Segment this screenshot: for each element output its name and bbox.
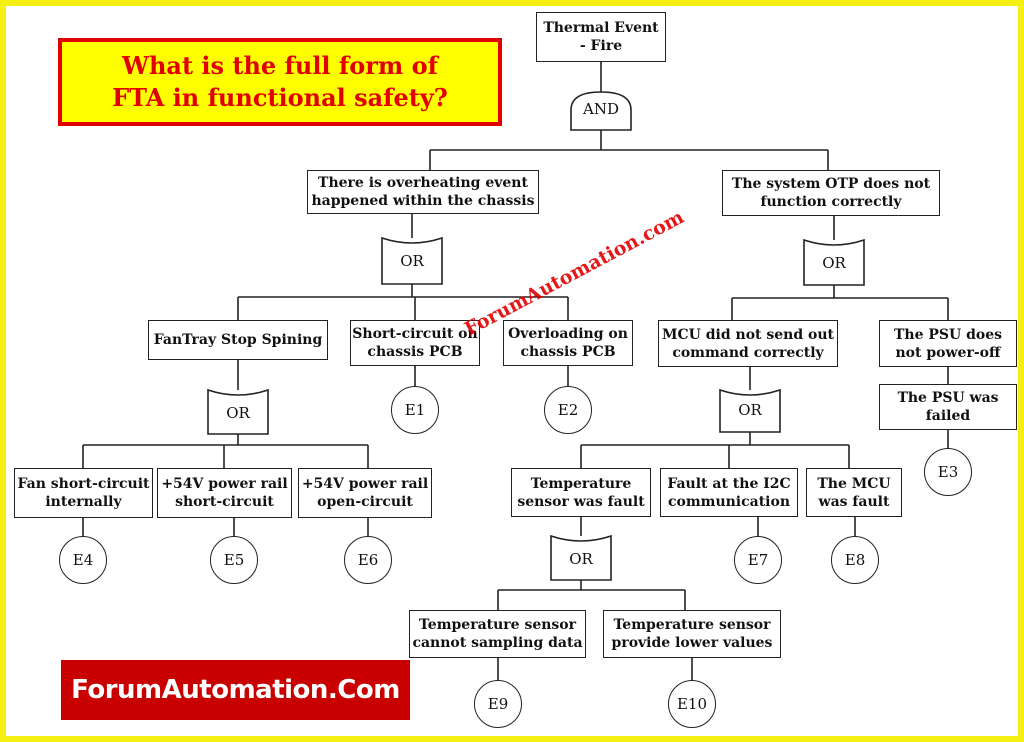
- node-short-circuit-pcb: Short-circuit on chassis PCB: [350, 320, 480, 366]
- node-fantray-stop: FanTray Stop Spining: [148, 320, 328, 360]
- event-e1: E1: [391, 386, 439, 434]
- node-temp-lower-values: Temperature sensor provide lower values: [603, 610, 781, 658]
- node-psu-no-poweroff: The PSU does not power-off: [879, 320, 1017, 367]
- node-rail-open-circuit: +54V power rail open-circuit: [298, 468, 432, 518]
- brand-logo: ForumAutomation.Com: [61, 660, 410, 720]
- node-rail-short-circuit: +54V power rail short-circuit: [157, 468, 292, 518]
- node-temp-sensor-fault: Temperature sensor was fault: [511, 468, 651, 517]
- diagram-canvas: AND OR OR OR OR OR Thermal Event - Fire …: [6, 6, 1018, 736]
- event-e5: E5: [210, 536, 258, 584]
- node-psu-failed: The PSU was failed: [879, 384, 1017, 430]
- or-gate-mcu: OR: [738, 401, 762, 419]
- event-e2: E2: [544, 386, 592, 434]
- node-mcu-fault: The MCU was fault: [806, 468, 902, 517]
- node-thermal-event-fire: Thermal Event - Fire: [536, 12, 666, 62]
- or-gate-icon: [550, 534, 612, 581]
- event-e6: E6: [344, 536, 392, 584]
- event-e7: E7: [734, 536, 782, 584]
- event-e9: E9: [474, 680, 522, 728]
- or-gate-icon: [381, 236, 443, 285]
- node-i2c-fault: Fault at the I2C communication: [660, 468, 798, 517]
- node-overloading-pcb: Overloading on chassis PCB: [503, 320, 633, 366]
- fault-tree-connectors: [82, 62, 949, 680]
- or-gate-temp: OR: [569, 550, 593, 568]
- or-gate-icon: [719, 388, 781, 433]
- node-otp-not-functioning: The system OTP does not function correct…: [722, 170, 940, 216]
- event-e8: E8: [831, 536, 879, 584]
- event-e10: E10: [668, 680, 716, 728]
- event-e4: E4: [59, 536, 107, 584]
- or-gate-overheating: OR: [400, 252, 424, 270]
- or-gate-fantray: OR: [226, 404, 250, 422]
- node-overheating-event: There is overheating event happened with…: [307, 170, 539, 214]
- event-e3: E3: [924, 448, 972, 496]
- and-gate-icon: [570, 91, 632, 131]
- node-mcu-no-command: MCU did not send out command correctly: [658, 320, 838, 367]
- node-fan-short-circuit: Fan short-circuit internally: [14, 468, 153, 518]
- question-banner: What is the full form of FTA in function…: [58, 38, 502, 126]
- or-gate-otp: OR: [822, 254, 846, 272]
- or-gate-icon: [207, 388, 269, 435]
- and-gate-top: AND: [583, 100, 619, 118]
- or-gate-icon: [803, 238, 865, 286]
- node-temp-cannot-sample: Temperature sensor cannot sampling data: [409, 610, 586, 658]
